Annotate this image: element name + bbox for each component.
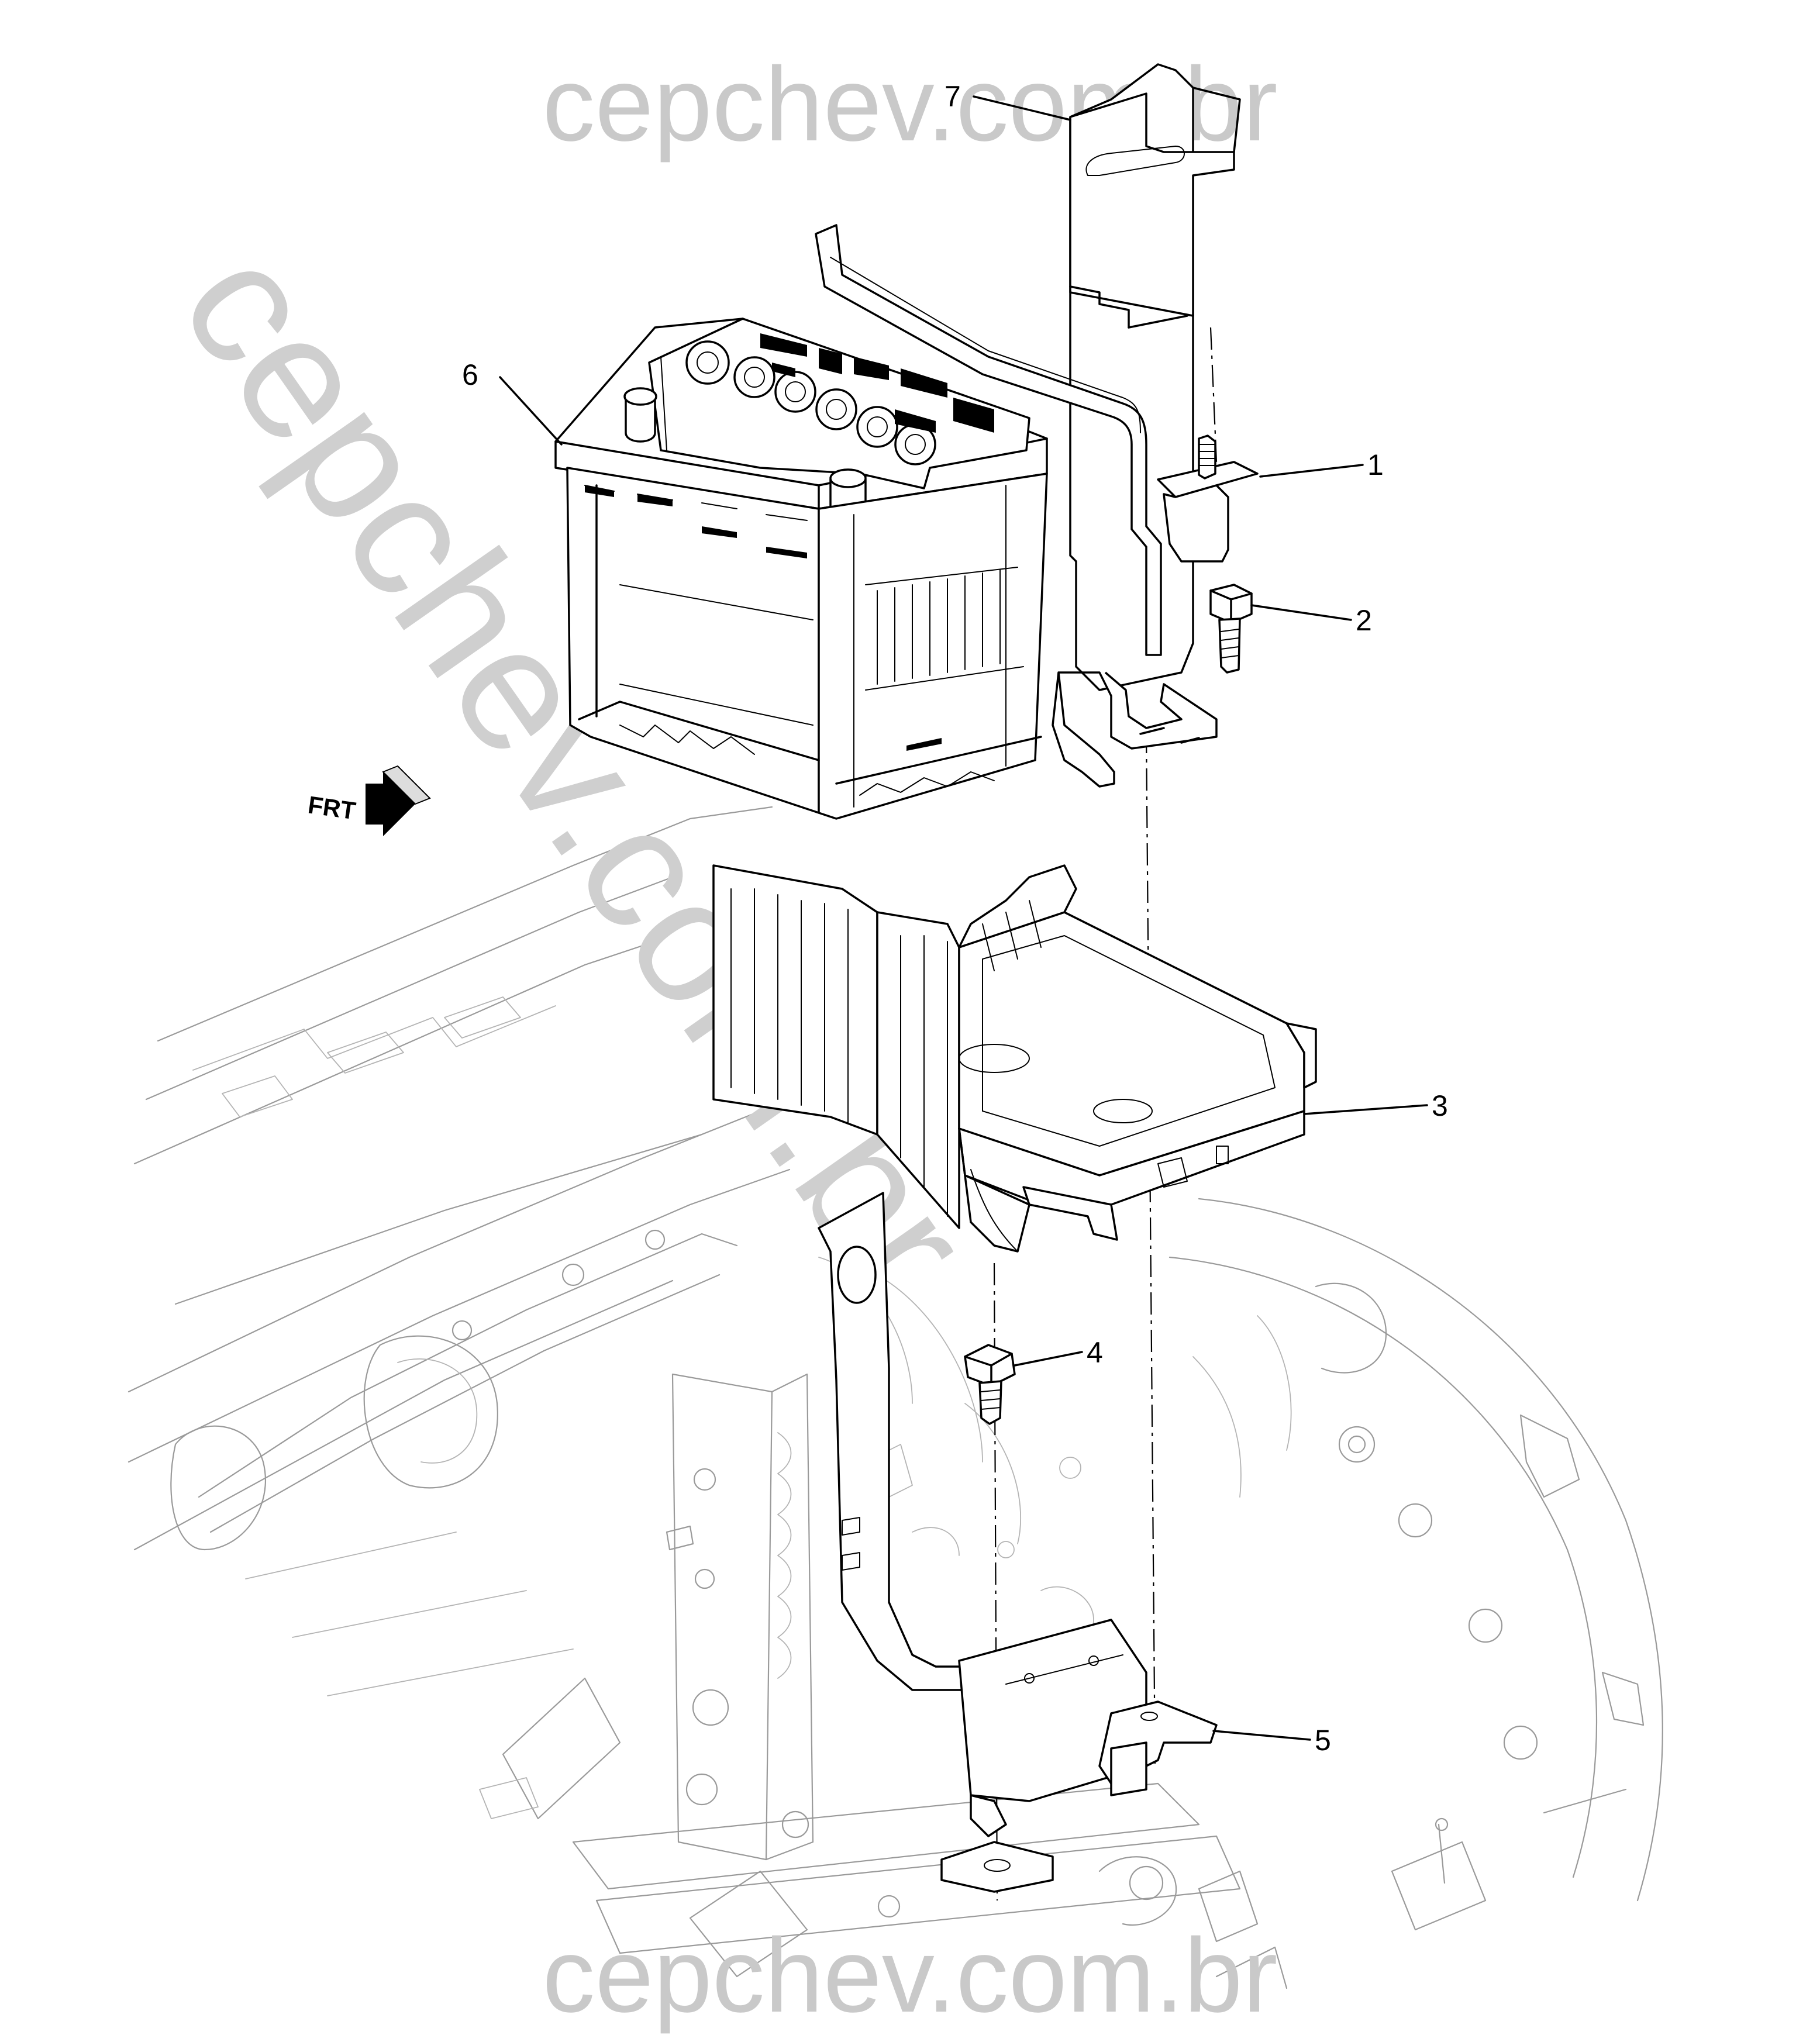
bolt-part-2 [1209, 584, 1253, 674]
callout-2: 2 [1356, 604, 1372, 637]
bracket-part-5 [1098, 1700, 1218, 1796]
bolt-part-4 [964, 1344, 1016, 1425]
callout-4: 4 [1087, 1336, 1103, 1369]
callout-3: 3 [1432, 1089, 1448, 1122]
battery-hold-down-rod [815, 224, 1162, 656]
callout-7: 7 [945, 80, 961, 113]
battery-shield [1069, 63, 1241, 691]
hold-down-clamp [1052, 671, 1218, 788]
callout-6: 6 [462, 358, 478, 391]
battery [554, 318, 1048, 820]
callout-1: 1 [1367, 449, 1384, 481]
battery-tray [712, 864, 1317, 1253]
arrow-right-icon [366, 772, 415, 836]
vehicle-body-structure [127, 806, 1663, 1989]
watermark-bottom: cepchev.com.br [542, 1917, 1277, 2034]
front-label: FRT [306, 791, 358, 825]
stud-bracket [1157, 434, 1259, 563]
callout-5: 5 [1315, 1724, 1331, 1757]
front-direction-indicator: FRT [306, 765, 431, 836]
callouts: 1 2 3 4 5 6 7 [462, 80, 1448, 1757]
tray-support-bracket [818, 1192, 1147, 1893]
